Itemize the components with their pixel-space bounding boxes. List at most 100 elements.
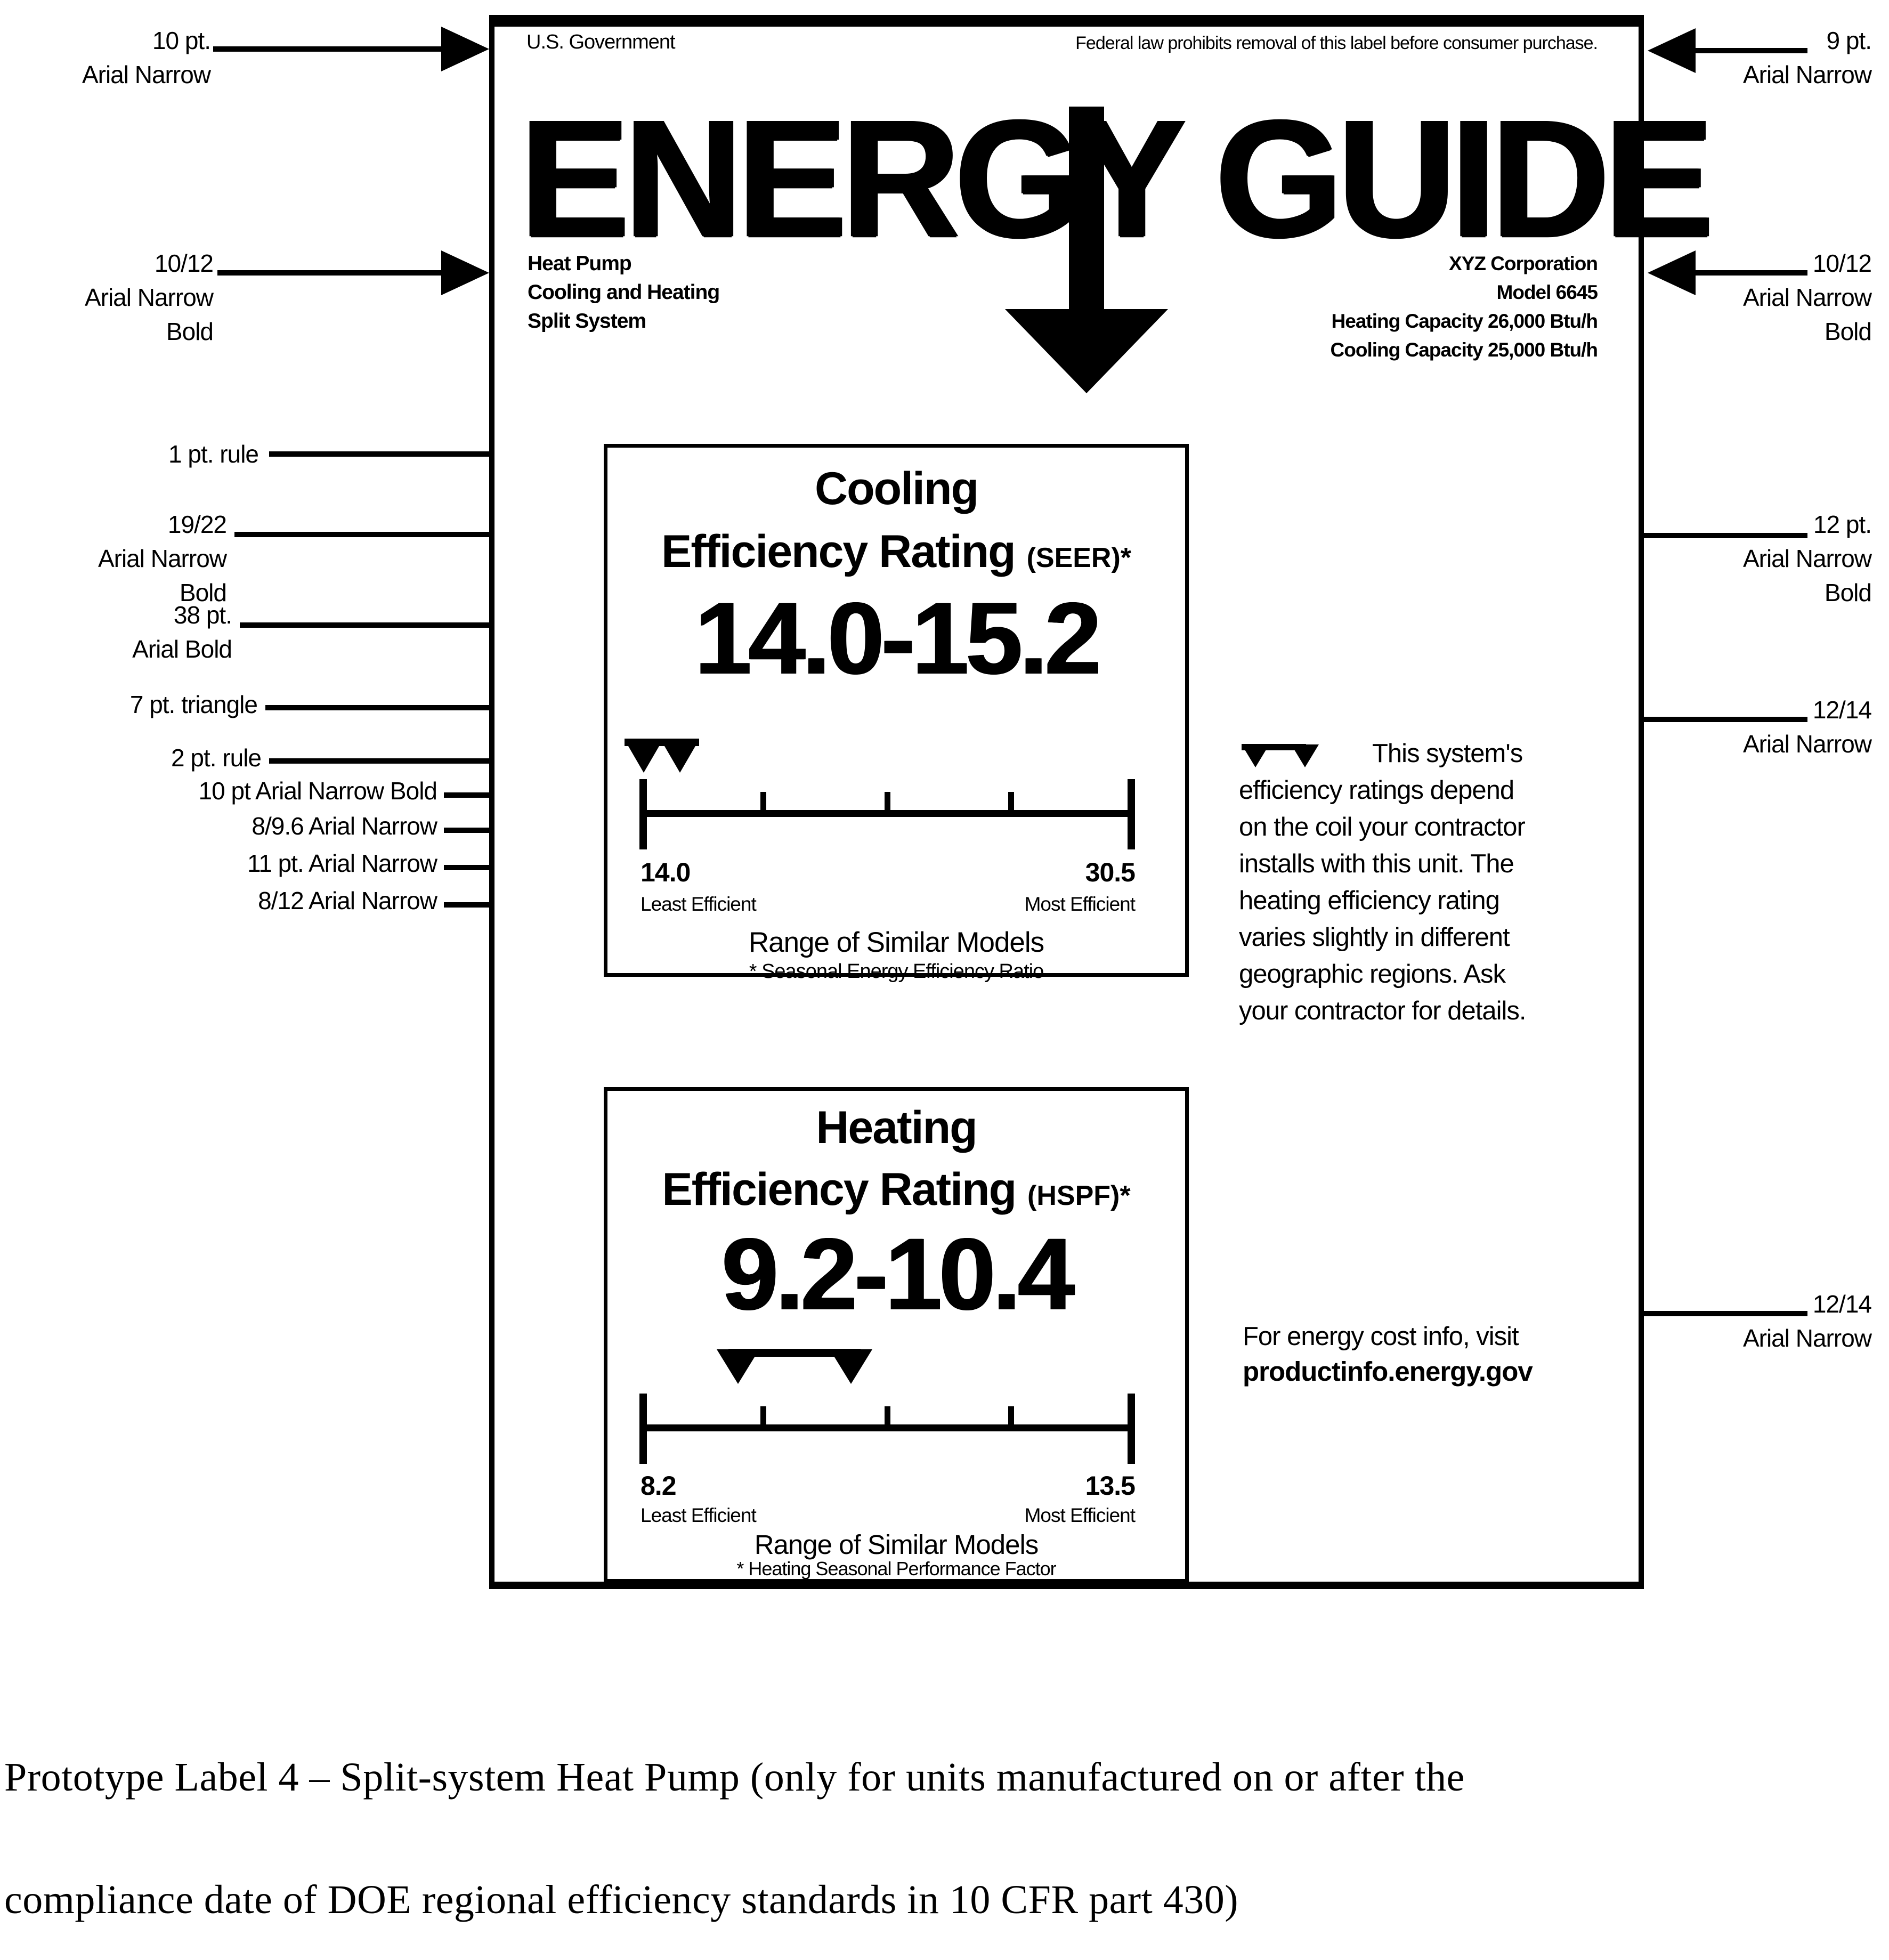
productinfo-url-text: productinfo.energy.gov (1243, 1356, 1533, 1387)
cooling-subtitle-text: Efficiency Rating (661, 526, 1016, 577)
annotation-line: 19/22 (167, 511, 227, 538)
annotation-line: 38 pt. (173, 601, 232, 629)
annotation-line: Arial Narrow (1742, 61, 1872, 88)
annotation-7pt-triangle: 7 pt. triangle (88, 687, 258, 722)
down-arrow-icon (1069, 107, 1104, 310)
range-of-similar-models-label: Range of Similar Models (748, 927, 1044, 958)
product-line: Heat Pump (528, 252, 632, 275)
most-efficient-label: Most Efficient (1024, 1504, 1136, 1526)
down-arrow-icon (1005, 309, 1168, 393)
annotation-9pt: 9 pt. Arial Narrow (1695, 23, 1872, 92)
federal-law-text: Federal law prohibits removal of this la… (1075, 33, 1598, 53)
figure-caption-line2: compliance date of DOE regional efficien… (4, 1877, 1239, 1922)
range-marker-icon (1242, 744, 1319, 767)
annotation-line: 12/14 (1812, 696, 1872, 724)
manufacturer-line: Model 6645 (1496, 281, 1598, 303)
annotation-2pt-rule: 2 pt. rule (91, 741, 262, 775)
manufacturer-line: Cooling Capacity 25,000 Btu/h (1330, 339, 1598, 361)
manufacturer-block: XYZ Corporation Model 6645 Heating Capac… (1331, 249, 1598, 365)
annotation-10pt-arial-narrow-bold: 10 pt Arial Narrow Bold (181, 774, 437, 808)
annotation-line: Arial Narrow Bold (84, 284, 214, 345)
scale-min-value: 14.0 (641, 857, 691, 887)
cooling-title: Cooling (814, 463, 979, 514)
scale-tick (1128, 1394, 1135, 1464)
annotation-10pt: 10 pt. Arial Narrow (53, 23, 211, 92)
annotation-1pt-rule: 1 pt. rule (91, 437, 259, 471)
scale-tick (760, 1406, 766, 1431)
scale-tick (1008, 1406, 1014, 1431)
annotation-line: Arial Narrow (1742, 730, 1872, 758)
annotation-12pt: 12 pt. Arial Narrow Bold (1695, 507, 1872, 610)
annotation-line: 7 pt. triangle (129, 691, 258, 718)
annotation-11pt: 11 pt. Arial Narrow (181, 846, 437, 880)
annotation-line: 10/12 (1812, 249, 1872, 277)
heating-hspf-note: (HSPF)* (1027, 1180, 1131, 1211)
cooling-range-value: 14.0-15.2 (694, 581, 1101, 695)
heating-subtitle-text: Efficiency Rating (662, 1164, 1017, 1215)
scale-tick (885, 792, 890, 817)
least-efficient-label: Least Efficient (641, 893, 757, 915)
scale-tick (639, 1394, 647, 1464)
seer-footnote: * Seasonal Energy Efficiency Ratio (749, 960, 1044, 983)
coil-disclaimer-text: This system's efficiency ratings depend … (1239, 739, 1526, 1025)
heating-title: Heating (816, 1102, 977, 1153)
heating-range-value: 9.2-10.4 (721, 1217, 1075, 1331)
annotation-12-14-lower: 12/14 Arial Narrow (1695, 1287, 1872, 1355)
annotation-line: Arial Narrow (1742, 1324, 1872, 1352)
product-line: Cooling and Heating (528, 281, 720, 304)
range-of-similar-models-label: Range of Similar Models (754, 1529, 1039, 1560)
most-efficient-label: Most Efficient (1024, 893, 1136, 915)
callout-arrow-icon (1648, 28, 1807, 73)
callout-arrow-icon (213, 27, 489, 71)
annotation-8-12: 8/12 Arial Narrow (181, 884, 437, 918)
annotation-line: 10 pt. (152, 27, 211, 54)
cooling-scale (639, 779, 1135, 849)
annotation-line: 2 pt. rule (171, 744, 262, 772)
annotation-8-9-6: 8/9.6 Arial Narrow (181, 809, 437, 843)
annotation-line: Arial Narrow Bold (1742, 284, 1872, 345)
annotation-12-14-upper: 12/14 Arial Narrow (1695, 693, 1872, 761)
scale-max-value: 30.5 (1085, 857, 1136, 887)
callout-arrow-icon (217, 250, 489, 295)
figure-caption-line1: Prototype Label 4 – Split-system Heat Pu… (4, 1755, 1465, 1800)
annotation-10-12: 10/12 Arial Narrow Bold (53, 246, 214, 349)
cooling-subtitle: Efficiency Rating (SEER)* (607, 525, 1185, 578)
least-efficient-label: Least Efficient (641, 1504, 757, 1526)
heating-scale (639, 1394, 1135, 1464)
range-marker-icon (625, 739, 699, 773)
annotation-line: 11 pt. Arial Narrow (247, 849, 437, 877)
annotation-19-22: 19/22 Arial Narrow Bold (64, 507, 227, 610)
annotation-line: 12/14 (1812, 1290, 1872, 1318)
annotation-line: 8/9.6 Arial Narrow (252, 812, 437, 840)
energyguide-label: U.S. Government Federal law prohibits re… (489, 15, 1714, 1589)
annotation-line: 1 pt. rule (168, 440, 259, 468)
annotation-line: 9 pt. (1826, 27, 1872, 54)
product-type-block: Heat Pump Cooling and Heating Split Syst… (528, 249, 720, 336)
energy-cost-info-block: For energy cost info, visit productinfo.… (1243, 1319, 1533, 1389)
scale-max-value: 13.5 (1085, 1471, 1136, 1501)
heating-subtitle: Efficiency Rating (HSPF)* (607, 1163, 1185, 1216)
heating-rating-box: Heating Efficiency Rating (HSPF)* 9.2-10… (604, 1087, 1189, 1583)
product-line: Split System (528, 310, 646, 333)
annotation-line: 10/12 (154, 249, 214, 277)
annotation-38pt: 38 pt. Arial Bold (69, 598, 232, 666)
scale-tick (760, 792, 766, 817)
annotation-line: Arial Narrow Bold (1742, 545, 1872, 606)
annotation-10-12-right: 10/12 Arial Narrow Bold (1695, 246, 1872, 349)
annotation-line: 12 pt. (1813, 511, 1872, 538)
annotation-line: Arial Narrow Bold (98, 545, 227, 606)
scale-tick (885, 1406, 890, 1431)
manufacturer-line: XYZ Corporation (1449, 253, 1598, 274)
cooling-seer-note: (SEER)* (1026, 542, 1132, 573)
callout-arrow-icon (1648, 250, 1807, 295)
logo-guide-text: GUIDE (1215, 85, 1714, 272)
range-marker-icon (717, 1349, 872, 1384)
manufacturer-line: Heating Capacity 26,000 Btu/h (1331, 310, 1598, 332)
annotation-line: 10 pt Arial Narrow Bold (198, 777, 437, 805)
scale-tick (1128, 779, 1135, 849)
cooling-rating-box: Cooling Efficiency Rating (SEER)* 14.0-1… (604, 444, 1189, 983)
us-government-text: U.S. Government (526, 31, 676, 53)
scale-tick (639, 779, 647, 849)
energy-cost-line: For energy cost info, visit (1243, 1322, 1519, 1351)
